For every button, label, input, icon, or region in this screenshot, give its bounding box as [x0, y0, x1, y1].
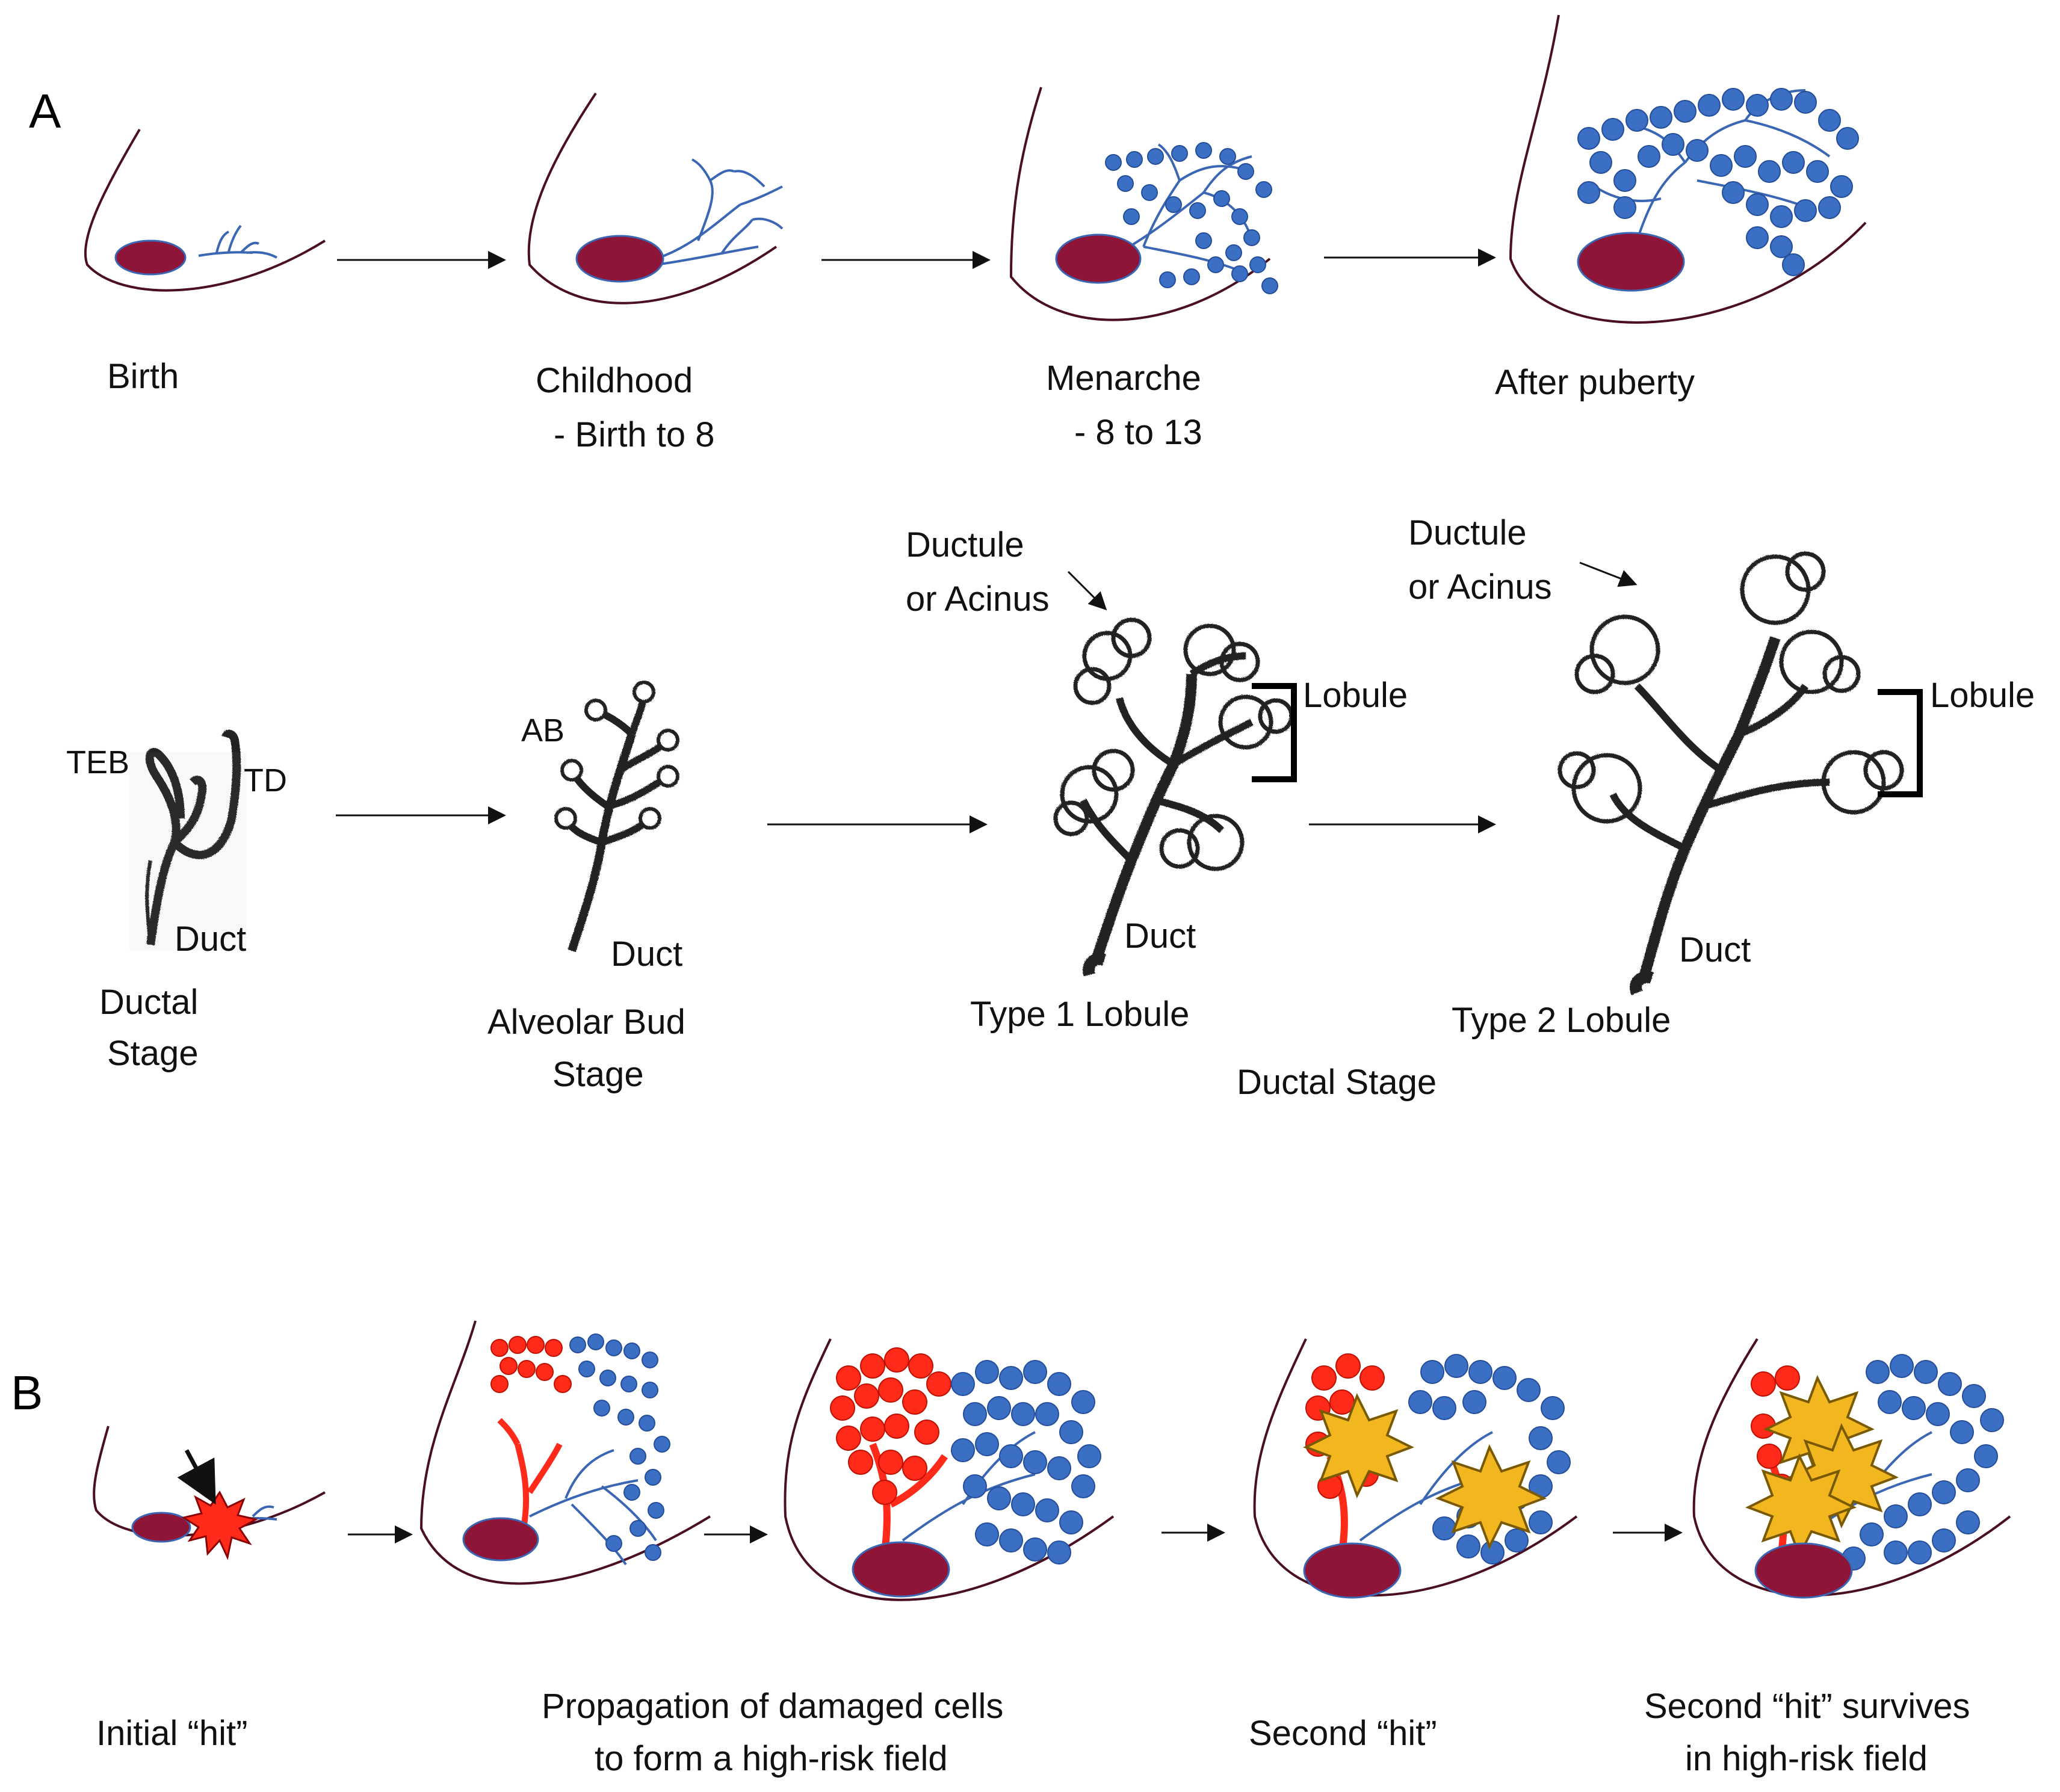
label-duct: Duct: [611, 935, 682, 974]
stage-name-ductal: Ductal: [99, 983, 198, 1022]
arrow-pointer-icon: [1067, 570, 1107, 611]
breast-second-hit: [1253, 1338, 1578, 1599]
starburst-icon: [181, 1491, 259, 1560]
stage-label-menarche: Menarche: [1046, 359, 1201, 398]
nipple: [575, 235, 664, 283]
alveolar-bud-drawing: [554, 681, 679, 953]
type2-lobule-drawing: [1557, 551, 1904, 995]
breast-high-risk-field: [784, 1338, 1115, 1601]
breast-second-hit-survives: [1692, 1338, 2011, 1599]
breast-initial-hit: [93, 1426, 326, 1560]
stage-label-childhood: Childhood: [536, 361, 693, 400]
stage-name-alveolar-bud: Alveolar Bud: [487, 1003, 685, 1042]
stage-name-type2-lobule: Type 2 Lobule: [1452, 1001, 1671, 1040]
caption-second-hit: Second “hit”: [1249, 1714, 1437, 1753]
stage-sublabel-childhood: - Birth to 8: [554, 415, 715, 454]
label-teb: TEB: [66, 744, 129, 780]
type1-lobule-drawing: [1053, 617, 1294, 977]
nipple: [1754, 1542, 1853, 1599]
starburst-icon: [1435, 1444, 1547, 1549]
nipple: [1055, 233, 1142, 284]
label-duct: Duct: [175, 919, 246, 959]
stage-label-after-puberty: After puberty: [1495, 363, 1695, 402]
breast-after-puberty: [1509, 14, 1867, 324]
stage-name-type1-lobule: Type 1 Lobule: [970, 995, 1189, 1034]
label-duct: Duct: [1679, 930, 1751, 969]
nipple: [1577, 232, 1685, 292]
label-or-acinus: or Acinus: [906, 579, 1050, 619]
breast-childhood: [527, 92, 784, 304]
panel-label-a: A: [29, 84, 61, 138]
panel-label-b: B: [11, 1366, 43, 1420]
nipple: [462, 1517, 539, 1562]
arrow-right-icon: [336, 806, 1496, 833]
caption-second-hit-survives: Second “hit” survives: [1644, 1687, 1970, 1726]
breast-birth: [84, 128, 326, 292]
stage-sublabel-menarche: - 8 to 13: [1074, 413, 1202, 452]
label-or-acinus: or Acinus: [1408, 567, 1552, 607]
nipple: [114, 239, 187, 276]
nipple: [1303, 1542, 1402, 1599]
caption-second-hit-survives-2: in high-risk field: [1685, 1739, 1928, 1778]
breast-early-field: [419, 1320, 711, 1585]
bracket-icon: [1878, 689, 1923, 797]
stage-name-ductal-2: Stage: [107, 1034, 199, 1073]
label-lobule: Lobule: [1303, 676, 1408, 715]
stage-name-alveolar-bud-2: Stage: [552, 1055, 644, 1094]
label-td: TD: [244, 762, 287, 799]
group-label-ductal-stage: Ductal Stage: [1237, 1063, 1437, 1102]
arrow-pointer-icon: [1579, 561, 1638, 587]
caption-propagation-2: to form a high-risk field: [595, 1739, 948, 1778]
nipple: [131, 1512, 191, 1543]
arrow-down-icon: [177, 1449, 216, 1505]
arrow-right-icon: [337, 249, 1496, 269]
bracket-icon: [1252, 683, 1297, 782]
label-lobule: Lobule: [1930, 676, 2035, 715]
starburst-icon: [1745, 1453, 1857, 1559]
caption-initial-hit: Initial “hit”: [96, 1714, 247, 1753]
arrow-right-icon: [348, 1524, 1683, 1543]
ductal-stage-drawing: [129, 729, 247, 951]
caption-propagation: Propagation of damaged cells: [542, 1687, 1003, 1726]
nipple: [852, 1541, 950, 1598]
label-ab: AB: [521, 712, 564, 749]
label-ductule: Ductule: [1408, 513, 1527, 552]
label-ductule: Ductule: [906, 525, 1024, 564]
starburst-icon: [1303, 1393, 1414, 1498]
label-duct: Duct: [1124, 916, 1196, 956]
stage-label-birth: Birth: [107, 357, 179, 396]
breast-menarche: [1009, 87, 1278, 321]
